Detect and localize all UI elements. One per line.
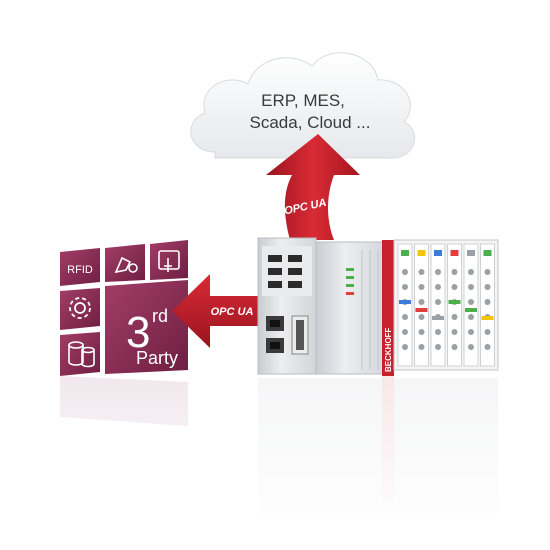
- brand-label: BECKHOFF: [384, 327, 393, 372]
- terminal-color-band: [448, 300, 461, 304]
- terminal-contact: [435, 284, 441, 290]
- app-tiles: RFID 3 rd Party: [60, 240, 188, 376]
- status-leds: [346, 268, 354, 295]
- terminal-led: [417, 250, 426, 256]
- terminal-color-band: [465, 308, 477, 312]
- terminal-color-band: [432, 316, 444, 320]
- opc-ua-logo-left: OPC UA: [211, 306, 254, 318]
- touch-screen-icon: [158, 250, 180, 272]
- terminal-color-band: [481, 316, 494, 320]
- tile-settings: [60, 288, 100, 330]
- tile-fingerprint: [105, 244, 145, 282]
- gear-icon: [69, 297, 91, 319]
- terminal-contact: [468, 344, 474, 350]
- cloud-label-line2: Scada, Cloud ...: [250, 113, 371, 132]
- tile-third-party: [105, 280, 188, 374]
- terminal-contact: [402, 269, 408, 275]
- third-party-number: 3: [126, 308, 150, 357]
- tile-rfid: [60, 248, 100, 286]
- terminal-contact: [418, 299, 425, 305]
- fingerprint-hand-icon: [114, 256, 138, 274]
- terminal-contact: [484, 269, 491, 275]
- terminal-contact: [451, 344, 458, 350]
- brand-strip: [382, 240, 394, 376]
- terminal-contact: [402, 314, 408, 320]
- terminal-contact: [484, 329, 491, 335]
- io-terminals: [393, 239, 499, 371]
- tile-touch: [150, 240, 188, 280]
- terminal-contact: [418, 329, 425, 335]
- usb-ports: [268, 255, 302, 288]
- opc-ua-left-arrow: OPC UA: [172, 274, 262, 348]
- terminal-contact: [484, 344, 491, 350]
- terminal-led: [483, 250, 492, 256]
- terminal-color-band: [415, 308, 428, 312]
- terminal-contact: [451, 269, 458, 275]
- terminal-led: [467, 250, 475, 256]
- terminal-contact: [435, 269, 441, 275]
- terminal-contact: [468, 299, 474, 305]
- terminal-contact: [418, 284, 425, 290]
- ethernet-ports: [266, 316, 284, 353]
- terminal-color-band: [399, 300, 411, 304]
- terminal-led: [434, 250, 442, 256]
- terminal-contact: [402, 329, 408, 335]
- terminal-contact: [451, 284, 458, 290]
- embedded-pc-controller: BECKHOFF: [257, 237, 499, 376]
- terminal-contact: [468, 284, 474, 290]
- floor-reflection: [40, 376, 520, 526]
- terminal-contact: [484, 284, 491, 290]
- terminal-contact: [418, 314, 425, 320]
- terminal-contact: [451, 329, 458, 335]
- terminal-contact: [418, 269, 425, 275]
- cloud: ERP, MES, Scada, Cloud ...: [190, 52, 416, 159]
- terminal-contact: [451, 314, 458, 320]
- terminal-contact: [435, 329, 441, 335]
- terminal-contact: [468, 314, 474, 320]
- terminal-contact: [468, 329, 474, 335]
- terminal-contact: [435, 344, 441, 350]
- rfid-label: RFID: [67, 264, 93, 276]
- terminal-contact: [418, 344, 425, 350]
- terminal-contact: [484, 299, 491, 305]
- power-module: [315, 241, 389, 375]
- terminal-led: [450, 250, 459, 256]
- opc-ua-up-arrow: OPC UA: [266, 134, 360, 240]
- database-icon: [68, 341, 95, 368]
- terminal-contact: [402, 284, 408, 290]
- terminal-led: [401, 250, 409, 256]
- terminal-contact: [402, 344, 408, 350]
- terminal-contact: [468, 269, 474, 275]
- cloud-label-line1: ERP, MES,: [261, 91, 345, 110]
- third-party-suffix: rd: [152, 306, 168, 326]
- third-party-word: Party: [136, 348, 178, 368]
- terminal-contact: [435, 299, 441, 305]
